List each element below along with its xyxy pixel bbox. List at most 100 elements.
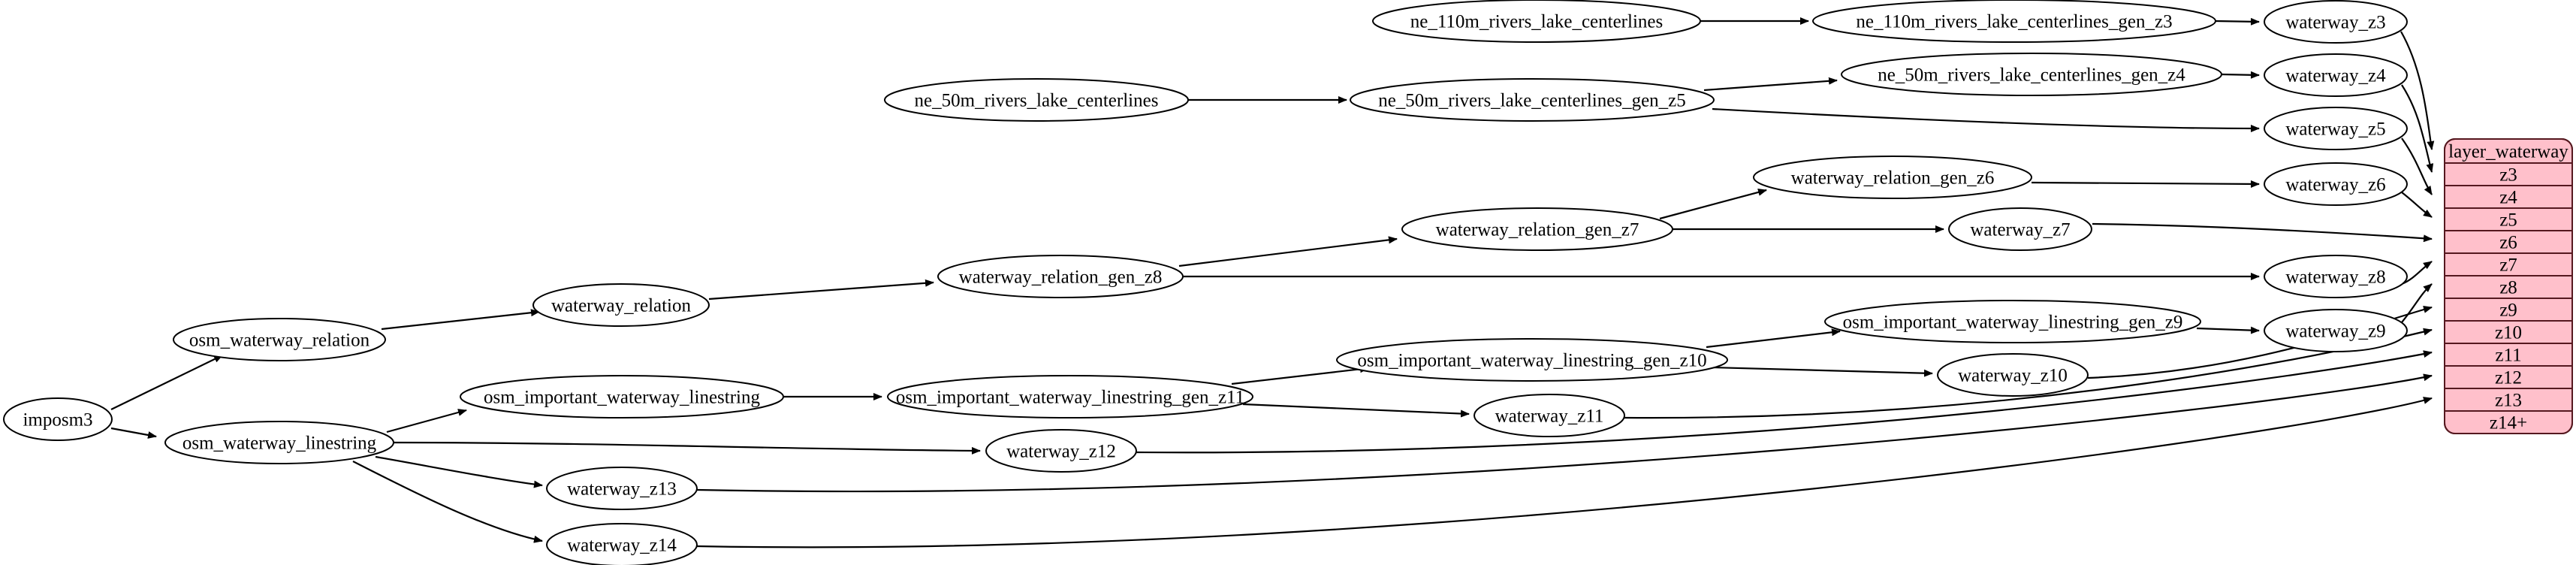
node-shape-waterway_z7 <box>1948 207 2092 251</box>
node-label-ne_50m_rivers_lake_centerlines_gen_z4: ne_50m_rivers_lake_centerlines_gen_z4 <box>1878 65 2185 86</box>
node-shape-waterway_z14 <box>546 523 698 565</box>
table-row-z10[interactable]: z10 <box>2495 323 2522 343</box>
node-label-waterway_relation: waterway_relation <box>551 296 692 316</box>
node-shape-ne_50m_rivers_lake_centerlines <box>884 78 1189 122</box>
node-label-waterway_z6: waterway_z6 <box>2285 175 2385 195</box>
node-waterway_z12[interactable]: waterway_z12 <box>985 429 1137 473</box>
node-shape-waterway_z5 <box>2264 107 2408 150</box>
node-label-waterway_z4: waterway_z4 <box>2285 66 2386 86</box>
node-waterway_relation_gen_z7[interactable]: waterway_relation_gen_z7 <box>1401 207 1673 251</box>
node-label-waterway_relation_gen_z8: waterway_relation_gen_z8 <box>959 267 1163 288</box>
edge-osm_waterway_linestring-to-waterway_z13 <box>375 455 543 488</box>
table-row-z5[interactable]: z5 <box>2499 210 2517 231</box>
table-row-z7[interactable]: z7 <box>2499 255 2517 276</box>
edge-osm_waterway_linestring-to-osm_important_waterway_linestring <box>386 409 467 434</box>
node-label-osm_waterway_relation: osm_waterway_relation <box>189 331 370 351</box>
edge-waterway_relation_gen_z7-to-waterway_relation_gen_z6 <box>1659 189 1767 220</box>
node-shape-ne_50m_rivers_lake_centerlines_gen_z4 <box>1841 53 2222 96</box>
table-row-z4[interactable]: z4 <box>2499 188 2517 208</box>
edge-waterway_z12-to-layer_z12 <box>1136 350 2433 454</box>
node-shape-waterway_relation_gen_z7 <box>1401 207 1673 251</box>
node-waterway_z3[interactable]: waterway_z3 <box>2264 0 2408 44</box>
edge-osm_important_waterway_linestring_gen_z10-to-osm_important_waterway_linestring_gen_z9 <box>1706 328 1841 349</box>
node-ne_50m_rivers_lake_centerlines[interactable]: ne_50m_rivers_lake_centerlines <box>884 78 1189 122</box>
node-waterway_z14[interactable]: waterway_z14 <box>546 523 698 565</box>
node-waterway_relation[interactable]: waterway_relation <box>532 283 710 327</box>
table-row-z11[interactable]: z11 <box>2495 346 2521 366</box>
table-row-z12[interactable]: z12 <box>2495 368 2522 388</box>
node-shape-waterway_z11 <box>1474 394 1625 437</box>
edge-osm_waterway_linestring-to-waterway_z12 <box>393 441 981 455</box>
node-shape-waterway_z13 <box>546 467 698 510</box>
edge-osm_waterway_relation-to-waterway_relation <box>381 309 540 331</box>
node-waterway_z11[interactable]: waterway_z11 <box>1474 394 1625 437</box>
node-ne_50m_rivers_lake_centerlines_gen_z5[interactable]: ne_50m_rivers_lake_centerlines_gen_z5 <box>1350 78 1715 122</box>
node-label-osm_important_waterway_linestring_gen_z10: osm_important_waterway_linestring_gen_z1… <box>1357 351 1706 371</box>
node-label-waterway_z8: waterway_z8 <box>2285 267 2385 288</box>
node-shape-osm_important_waterway_linestring_gen_z11 <box>887 375 1253 418</box>
node-label-waterway_z7: waterway_z7 <box>1970 220 2070 240</box>
node-osm_important_waterway_linestring_gen_z10[interactable]: osm_important_waterway_linestring_gen_z1… <box>1336 338 1728 382</box>
layer-waterway-table-outline <box>2444 138 2573 434</box>
edge-osm_important_waterway_linestring_gen_z11-to-waterway_z11 <box>1242 403 1470 418</box>
node-osm_important_waterway_linestring_gen_z11[interactable]: osm_important_waterway_linestring_gen_z1… <box>887 375 1253 418</box>
node-label-ne_50m_rivers_lake_centerlines: ne_50m_rivers_lake_centerlines <box>915 91 1159 111</box>
edge-osm_important_waterway_linestring_gen_z9-to-waterway_z9 <box>2196 326 2260 334</box>
node-shape-osm_important_waterway_linestring_gen_z10 <box>1336 338 1728 382</box>
node-osm_waterway_linestring[interactable]: osm_waterway_linestring <box>164 421 394 464</box>
edge-waterway_z5-to-layer_z5 <box>2401 137 2433 195</box>
edge-ne_50m_rivers_lake_centerlines_gen_z5-to-ne_50m_rivers_lake_centerlines_gen_z4 <box>1703 77 1838 92</box>
edge-waterway_z14-to-layer_z14 <box>696 397 2433 548</box>
node-ne_50m_rivers_lake_centerlines_gen_z4[interactable]: ne_50m_rivers_lake_centerlines_gen_z4 <box>1841 53 2222 96</box>
edge-osm_important_waterway_linestring_gen_z10-to-waterway_z10 <box>1712 366 1933 377</box>
node-shape-osm_important_waterway_linestring_gen_z9 <box>1824 300 2201 343</box>
node-label-waterway_z9: waterway_z9 <box>2285 322 2385 342</box>
table-row-z14+[interactable]: z14+ <box>2490 413 2527 434</box>
node-waterway_relation_gen_z6[interactable]: waterway_relation_gen_z6 <box>1753 156 2032 199</box>
node-waterway_z10[interactable]: waterway_z10 <box>1937 353 2089 397</box>
table-row-z3[interactable]: z3 <box>2499 165 2517 186</box>
node-shape-waterway_z4 <box>2264 53 2408 97</box>
nodes-layer: imposm3 osm_waterway_relation osm_waterway… <box>3 0 2408 565</box>
table-row-z6[interactable]: z6 <box>2499 233 2517 253</box>
node-shape-waterway_z8 <box>2264 255 2408 298</box>
node-ne_110m_rivers_lake_centerlines[interactable]: ne_110m_rivers_lake_centerlines <box>1372 0 1701 43</box>
table-row-z9[interactable]: z9 <box>2499 301 2517 321</box>
node-shape-waterway_z12 <box>985 429 1137 473</box>
layer-waterway-title: layer_waterway <box>2448 142 2568 162</box>
node-waterway_z6[interactable]: waterway_z6 <box>2264 162 2408 206</box>
node-shape-osm_important_waterway_linestring <box>460 375 784 418</box>
node-osm_waterway_relation[interactable]: osm_waterway_relation <box>173 318 386 361</box>
node-label-waterway_z3: waterway_z3 <box>2285 13 2385 33</box>
edge-osm_important_waterway_linestring_gen_z11-to-osm_important_waterway_linestring_gen_z10 <box>1231 365 1369 385</box>
node-ne_110m_rivers_lake_centerlines_gen_z3[interactable]: ne_110m_rivers_lake_centerlines_gen_z3 <box>1812 0 2216 43</box>
edge-osm_waterway_linestring-to-waterway_z14 <box>352 461 543 543</box>
table-row-z8[interactable]: z8 <box>2499 278 2517 298</box>
node-waterway_z7[interactable]: waterway_z7 <box>1948 207 2092 251</box>
node-label-waterway_z13: waterway_z13 <box>567 479 677 500</box>
node-osm_important_waterway_linestring[interactable]: osm_important_waterway_linestring <box>460 375 784 418</box>
edges-layer <box>110 17 2435 548</box>
edge-ne_50m_rivers_lake_centerlines_gen_z5-to-waterway_z5 <box>1712 107 2260 132</box>
node-shape-osm_waterway_relation <box>173 318 386 361</box>
node-waterway_z5[interactable]: waterway_z5 <box>2264 107 2408 150</box>
edge-waterway_z6-to-layer_z6 <box>2401 192 2433 218</box>
node-label-ne_110m_rivers_lake_centerlines: ne_110m_rivers_lake_centerlines <box>1410 12 1663 32</box>
node-waterway_z4[interactable]: waterway_z4 <box>2264 53 2408 97</box>
table-row-z13[interactable]: z13 <box>2495 391 2522 411</box>
node-osm_important_waterway_linestring_gen_z9[interactable]: osm_important_waterway_linestring_gen_z9 <box>1824 300 2201 343</box>
node-shape-osm_waterway_linestring <box>164 421 394 464</box>
edge-waterway_z9-to-layer_z9 <box>2401 283 2433 323</box>
node-waterway_relation_gen_z8[interactable]: waterway_relation_gen_z8 <box>937 255 1184 298</box>
node-label-osm_important_waterway_linestring_gen_z9: osm_important_waterway_linestring_gen_z9 <box>1843 313 2183 333</box>
node-label-waterway_z10: waterway_z10 <box>1958 366 2068 386</box>
node-waterway_z13[interactable]: waterway_z13 <box>546 467 698 510</box>
node-waterway_z8[interactable]: waterway_z8 <box>2264 255 2408 298</box>
edge-waterway_relation_gen_z6-to-waterway_z6 <box>2031 180 2260 188</box>
node-label-osm_waterway_linestring: osm_waterway_linestring <box>182 434 377 454</box>
node-label-imposm3: imposm3 <box>23 410 92 431</box>
node-imposm3[interactable]: imposm3 <box>3 397 113 441</box>
node-waterway_z9[interactable]: waterway_z9 <box>2264 309 2408 352</box>
